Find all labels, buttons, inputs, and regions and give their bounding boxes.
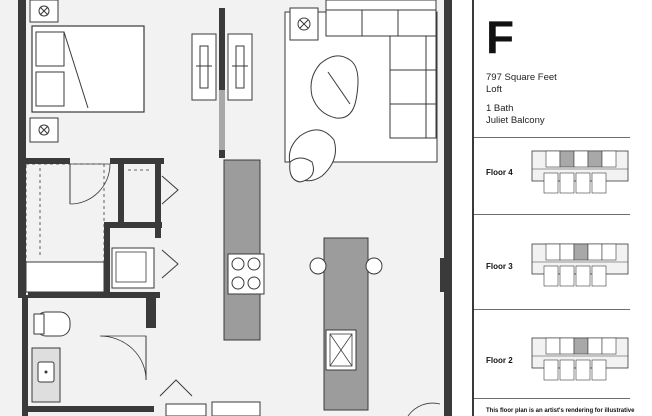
door-swing xyxy=(407,402,441,416)
divider xyxy=(474,398,630,399)
closet-wall xyxy=(118,158,124,228)
kitchen-counter xyxy=(223,159,261,341)
unit-letter: F xyxy=(486,11,515,63)
balcony-door xyxy=(440,258,446,292)
pillow xyxy=(35,71,65,107)
burner-icon xyxy=(247,276,261,290)
closet-wall-4 xyxy=(104,222,110,294)
floor-plan xyxy=(0,0,466,416)
exterior-wall-left-lower xyxy=(22,295,28,416)
lamp-icon xyxy=(38,5,50,17)
hall-wall xyxy=(28,292,160,298)
floor-label: Floor 2 xyxy=(486,356,513,365)
burner-icon xyxy=(247,257,261,271)
floor-label: Floor 3 xyxy=(486,262,513,271)
plan-outside-right xyxy=(452,0,466,416)
exterior-wall-right xyxy=(444,0,452,416)
closet xyxy=(25,163,105,263)
unit-type: Loft xyxy=(486,84,502,95)
unit-area: 797 Square Feet xyxy=(486,72,557,83)
divider xyxy=(474,309,630,310)
bath-wall xyxy=(28,406,154,412)
coffee-table xyxy=(310,55,359,119)
tub xyxy=(165,403,207,416)
lamp-icon xyxy=(297,17,311,31)
stool xyxy=(309,257,327,275)
partition-glass xyxy=(219,90,225,150)
keyplan-floor-3 xyxy=(531,243,629,287)
closet-wall-2 xyxy=(155,158,161,238)
closet-wall-3 xyxy=(104,222,162,228)
hall-wall-2 xyxy=(146,292,156,328)
bifold-door xyxy=(161,175,179,205)
kitchen-island xyxy=(323,237,369,411)
keyplan-floor-4 xyxy=(531,150,629,194)
lamp-icon xyxy=(38,124,50,136)
keyplan-floor-2 xyxy=(531,337,629,381)
pillow xyxy=(35,31,65,67)
sofa-chaise xyxy=(389,35,437,139)
burner-icon xyxy=(231,257,245,271)
bifold-door xyxy=(161,249,179,279)
bifold-door xyxy=(159,379,193,397)
exterior-wall-left xyxy=(18,0,26,298)
floor-label: Floor 4 xyxy=(486,168,513,177)
bedroom-wall-bottom xyxy=(22,158,70,164)
divider xyxy=(474,214,630,215)
closet-shelf xyxy=(25,261,105,293)
burner-icon xyxy=(231,276,245,290)
disclaimer: This floor plan is an artist's rendering… xyxy=(486,408,635,414)
sofa xyxy=(325,0,437,37)
stool xyxy=(365,257,383,275)
unit-bath: 1 Bath xyxy=(486,103,514,114)
divider xyxy=(474,137,630,138)
door-swing xyxy=(69,163,111,205)
fridge xyxy=(211,401,261,416)
unit-feature: Juliet Balcony xyxy=(486,115,545,126)
bedroom-wall-bottom-2 xyxy=(110,158,164,164)
panel-divider xyxy=(472,0,474,416)
partition xyxy=(219,8,225,158)
